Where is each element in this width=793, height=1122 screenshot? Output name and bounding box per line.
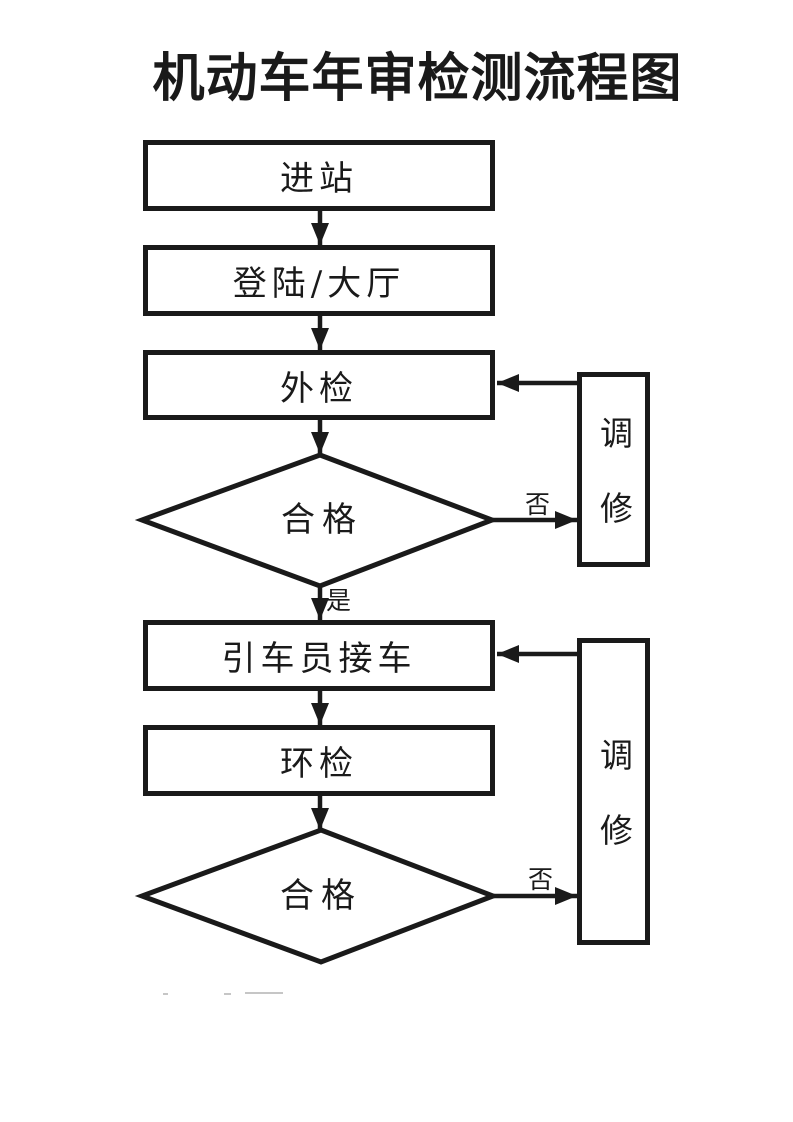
- node-repair-1-label: 调修: [594, 415, 634, 566]
- node-environmental-inspection: 环检: [143, 725, 495, 796]
- scan-artifact: [245, 992, 283, 994]
- node-external-inspection-label: 外检: [280, 368, 358, 409]
- node-repair-1: 调修: [577, 372, 650, 567]
- decision-diamond-2: [134, 827, 500, 965]
- edge-label-yes: 是: [326, 586, 352, 615]
- node-external-inspection: 外检: [143, 350, 495, 420]
- decision-qualified-2-label: 合格: [280, 876, 362, 916]
- node-enter-station-label: 进站: [280, 159, 358, 199]
- node-driver-pickup-label: 引车员接车: [221, 639, 417, 679]
- node-environmental-inspection-label: 环检: [280, 744, 358, 784]
- node-login-hall: 登陆/大厅: [143, 245, 495, 316]
- edge-label-no-1: 否: [525, 490, 551, 519]
- node-driver-pickup: 引车员接车: [143, 620, 495, 691]
- node-enter-station: 进站: [143, 140, 495, 211]
- decision-qualified-1-label: 合格: [281, 500, 363, 540]
- node-repair-2-label: 调修: [594, 737, 634, 888]
- scan-artifact: [163, 993, 168, 995]
- scan-artifact: [224, 993, 231, 995]
- edge-label-no-2: 否: [528, 865, 554, 894]
- page-title: 机动车年审检测流程图: [152, 49, 683, 109]
- node-repair-2: 调修: [577, 638, 650, 945]
- decision-diamond-1: [134, 452, 500, 589]
- node-login-hall-label: 登陆/大厅: [232, 264, 406, 304]
